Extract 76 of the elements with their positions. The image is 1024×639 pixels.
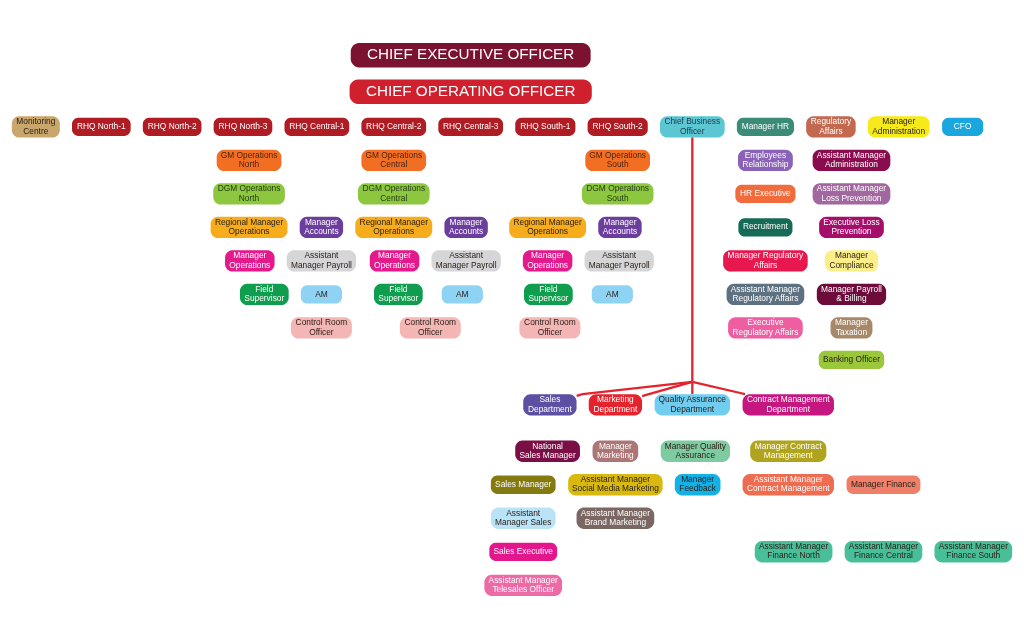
node-box: Manager Payroll & Billing: [816, 283, 887, 306]
node-box: Manager Marketing: [592, 440, 639, 462]
node-box: Assistant Manager Contract Management: [742, 474, 834, 496]
node-box: Assistant Manager Payroll: [584, 250, 654, 272]
node-box: Manager Accounts: [444, 216, 488, 238]
node-box: National Sales Manager: [515, 440, 580, 462]
node-box: RHQ North-3: [213, 117, 273, 136]
node-box: RHQ South-2: [587, 117, 648, 136]
node-box: Sales Department: [523, 394, 577, 416]
node-box: RHQ North-1: [72, 117, 131, 136]
node-box: RHQ Central-3: [438, 117, 504, 136]
node-box: Control Room Officer: [290, 317, 352, 339]
node-box: RHQ Central-1: [284, 117, 350, 136]
node-box: Manager HR: [736, 117, 794, 136]
node-box: Control Room Officer: [519, 317, 581, 339]
node-box: Contract Management Department: [742, 394, 834, 416]
node-box: Assistant Manager Finance Central: [844, 541, 923, 563]
node-box: Manager Operations: [225, 250, 275, 272]
node-box: Manager Accounts: [598, 216, 642, 238]
node-box: GM Operations South: [585, 149, 651, 171]
node-box: RHQ Central-2: [361, 117, 427, 136]
node-box: Quality Assurance Department: [654, 394, 730, 416]
node-box: Regulatory Affairs: [806, 116, 856, 138]
node-box: Sales Executive: [489, 542, 558, 561]
node-box: Field Supervisor: [524, 283, 573, 306]
node-box: Assistant Manager Administration: [812, 149, 891, 171]
node-box: Manager Regulatory Affairs: [723, 250, 808, 272]
node-box: Manager Feedback: [674, 474, 721, 496]
node-box: DGM Operations North: [213, 183, 285, 205]
node-box: Assistant Manager Sales: [490, 507, 556, 529]
node-box: Monitoring Centre: [11, 116, 60, 138]
node-box: AM: [591, 285, 633, 304]
node-box: Manager Administration: [867, 116, 930, 138]
node-box: GM Operations Central: [361, 149, 427, 171]
node-box: Chief Business Officer: [659, 116, 725, 138]
node-box: Assistant Manager Payroll: [286, 250, 357, 272]
node-box: Assistant Manager Finance North: [754, 541, 833, 563]
node-box: Manager Taxation: [830, 317, 873, 339]
node-box: HR Executive: [735, 184, 796, 203]
node-box: Executive Regulatory Affairs: [728, 317, 803, 339]
node-box: AM: [300, 285, 342, 304]
node-box: Banking Officer: [818, 350, 885, 369]
node-box: Manager Compliance: [824, 250, 879, 272]
node-box: RHQ South-1: [515, 117, 576, 136]
node-box: CFO: [942, 117, 984, 136]
node-box: Field Supervisor: [373, 283, 423, 306]
node-box: Manager Finance: [846, 475, 921, 494]
node-box: Field Supervisor: [239, 283, 289, 306]
node-box: Assistant Manager Regulatory Affairs: [726, 283, 805, 306]
node-box: DGM Operations South: [581, 183, 654, 205]
node-box: Marketing Department: [588, 394, 643, 416]
node-box: Manager Accounts: [299, 216, 344, 238]
node-box: CHIEF EXECUTIVE OFFICER: [350, 43, 591, 68]
node-box: Assistant Manager Loss Prevention: [812, 183, 891, 205]
node-box: Assistant Manager Telesales Officer: [484, 574, 563, 596]
node-box: Sales Manager: [490, 475, 556, 494]
node-box: GM Operations North: [216, 149, 282, 171]
node-box: AM: [441, 285, 483, 304]
node-box: Regional Manager Operations: [509, 216, 587, 238]
node-box: Recruitment: [738, 218, 793, 237]
node-box: Assistant Manager Finance South: [934, 541, 1013, 563]
node-box: Assistant Manager Brand Marketing: [576, 507, 655, 529]
node-box: RHQ North-2: [142, 117, 202, 136]
node-box: CHIEF OPERATING OFFICER: [349, 79, 592, 104]
node-box: Assistant Manager Payroll: [431, 250, 501, 272]
node-box: DGM Operations Central: [357, 183, 430, 205]
node-box: Manager Operations: [369, 250, 420, 272]
node-box: Manager Contract Management: [750, 440, 827, 462]
node-box: Regional Manager Operations: [210, 216, 288, 238]
node-box: Employees Relationship: [738, 149, 793, 171]
node-box: Manager Operations: [522, 250, 573, 272]
node-box: Manager Quality Assurance: [660, 440, 730, 462]
node-box: Assistant Manager Social Media Marketing: [568, 474, 663, 496]
node-box: Regional Manager Operations: [355, 216, 433, 238]
node-box: Executive Loss Prevention: [819, 216, 884, 238]
node-box: Control Room Officer: [399, 317, 461, 339]
